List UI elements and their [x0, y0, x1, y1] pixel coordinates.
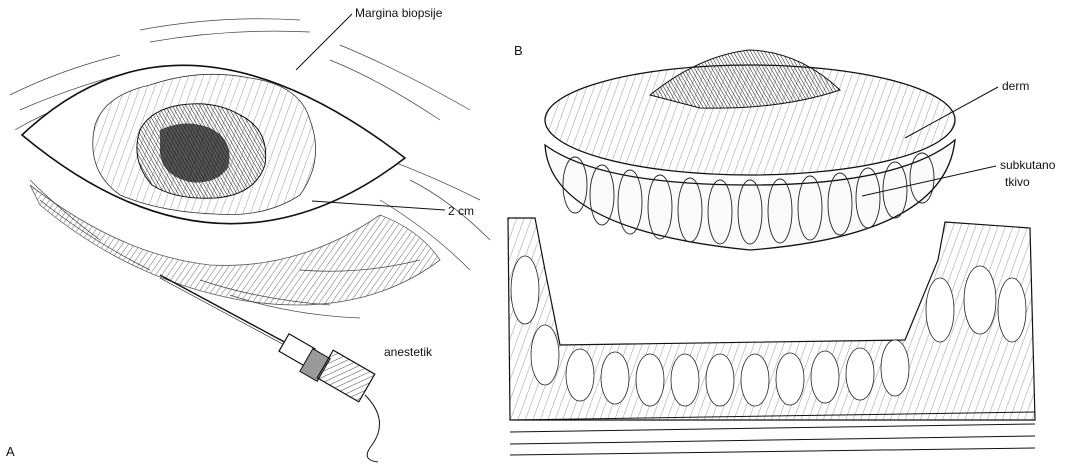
- size-leader-line: [312, 201, 445, 210]
- panel-letter-b: B: [514, 43, 523, 58]
- panel-letter-a: A: [6, 444, 15, 459]
- label-biopsy-margin: Margina biopsije: [355, 6, 442, 20]
- label-subcutaneous-line1: subkutano: [1000, 158, 1055, 172]
- label-dermis: derm: [1002, 79, 1029, 93]
- panel-b-drawing: [508, 50, 1035, 455]
- panel-a-drawing: [10, 14, 490, 462]
- label-size: 2 cm: [448, 204, 474, 218]
- label-anesthetic: anestetik: [384, 345, 432, 359]
- margin-leader-line: [296, 14, 352, 70]
- label-subcutaneous-line2: tkivo: [1005, 175, 1030, 189]
